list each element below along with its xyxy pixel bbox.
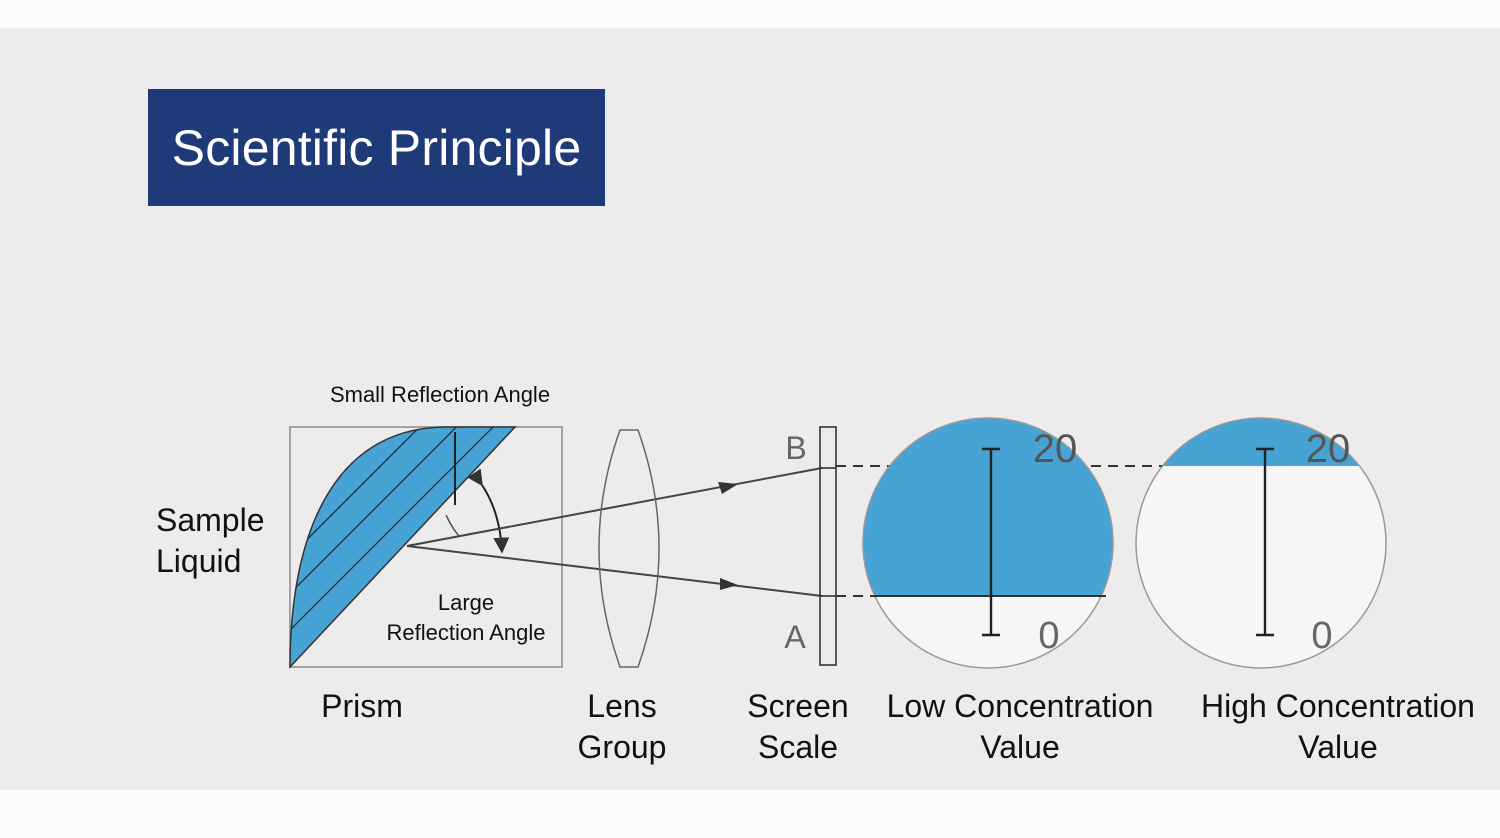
small-angle-arc [445,514,460,537]
screen-label-line2: Scale [758,729,838,765]
ray-lower [406,545,823,597]
large-angle-label-line2: Reflection Angle [387,620,546,645]
lens-label-line2: Group [578,729,667,765]
sample-label-line2: Liquid [156,543,241,579]
prism-outline [289,426,563,668]
reflection-angle-arrow [467,468,510,554]
high-view-rim [1135,417,1387,669]
prism-label: Prism [321,688,403,724]
low-view-top-value: 20 [1033,427,1078,471]
screen-plate [819,426,837,666]
small-angle-label: Small Reflection Angle [330,382,550,407]
large-angle-label-line1: Large [438,590,494,615]
low-view-rim [862,417,1114,669]
light-rays [406,467,823,597]
screen-label-line1: Screen [747,688,848,724]
low-label-line1: Low Concentration [887,688,1154,724]
high-label-line2: Value [1298,729,1377,765]
high-view-background [1136,418,1386,668]
lens-group [598,429,660,668]
screen-scale [819,426,837,666]
high-concentration-view [1135,417,1387,669]
high-view-bottom-value: 0 [1311,615,1332,657]
lens-label-line1: Lens [587,688,656,724]
point-b-label: B [785,430,806,466]
ray-upper-arrowhead [718,482,738,494]
ray-upper [406,467,823,547]
ray-lower-arrowhead [720,578,738,590]
high-view-top-value: 20 [1306,427,1351,471]
page-title: Scientific Principle [171,119,582,176]
low-view-bottom-value: 0 [1038,615,1059,657]
prism [289,426,563,669]
low-concentration-view [862,417,1114,669]
title-banner: Scientific Principle [148,89,605,206]
sample-label-line1: Sample [156,502,265,538]
sample-liquid-region [289,426,517,669]
high-label-line1: High Concentration [1201,688,1475,724]
angle-indicator [445,432,510,554]
point-a-label: A [784,619,806,655]
low-label-line2: Value [980,729,1059,765]
